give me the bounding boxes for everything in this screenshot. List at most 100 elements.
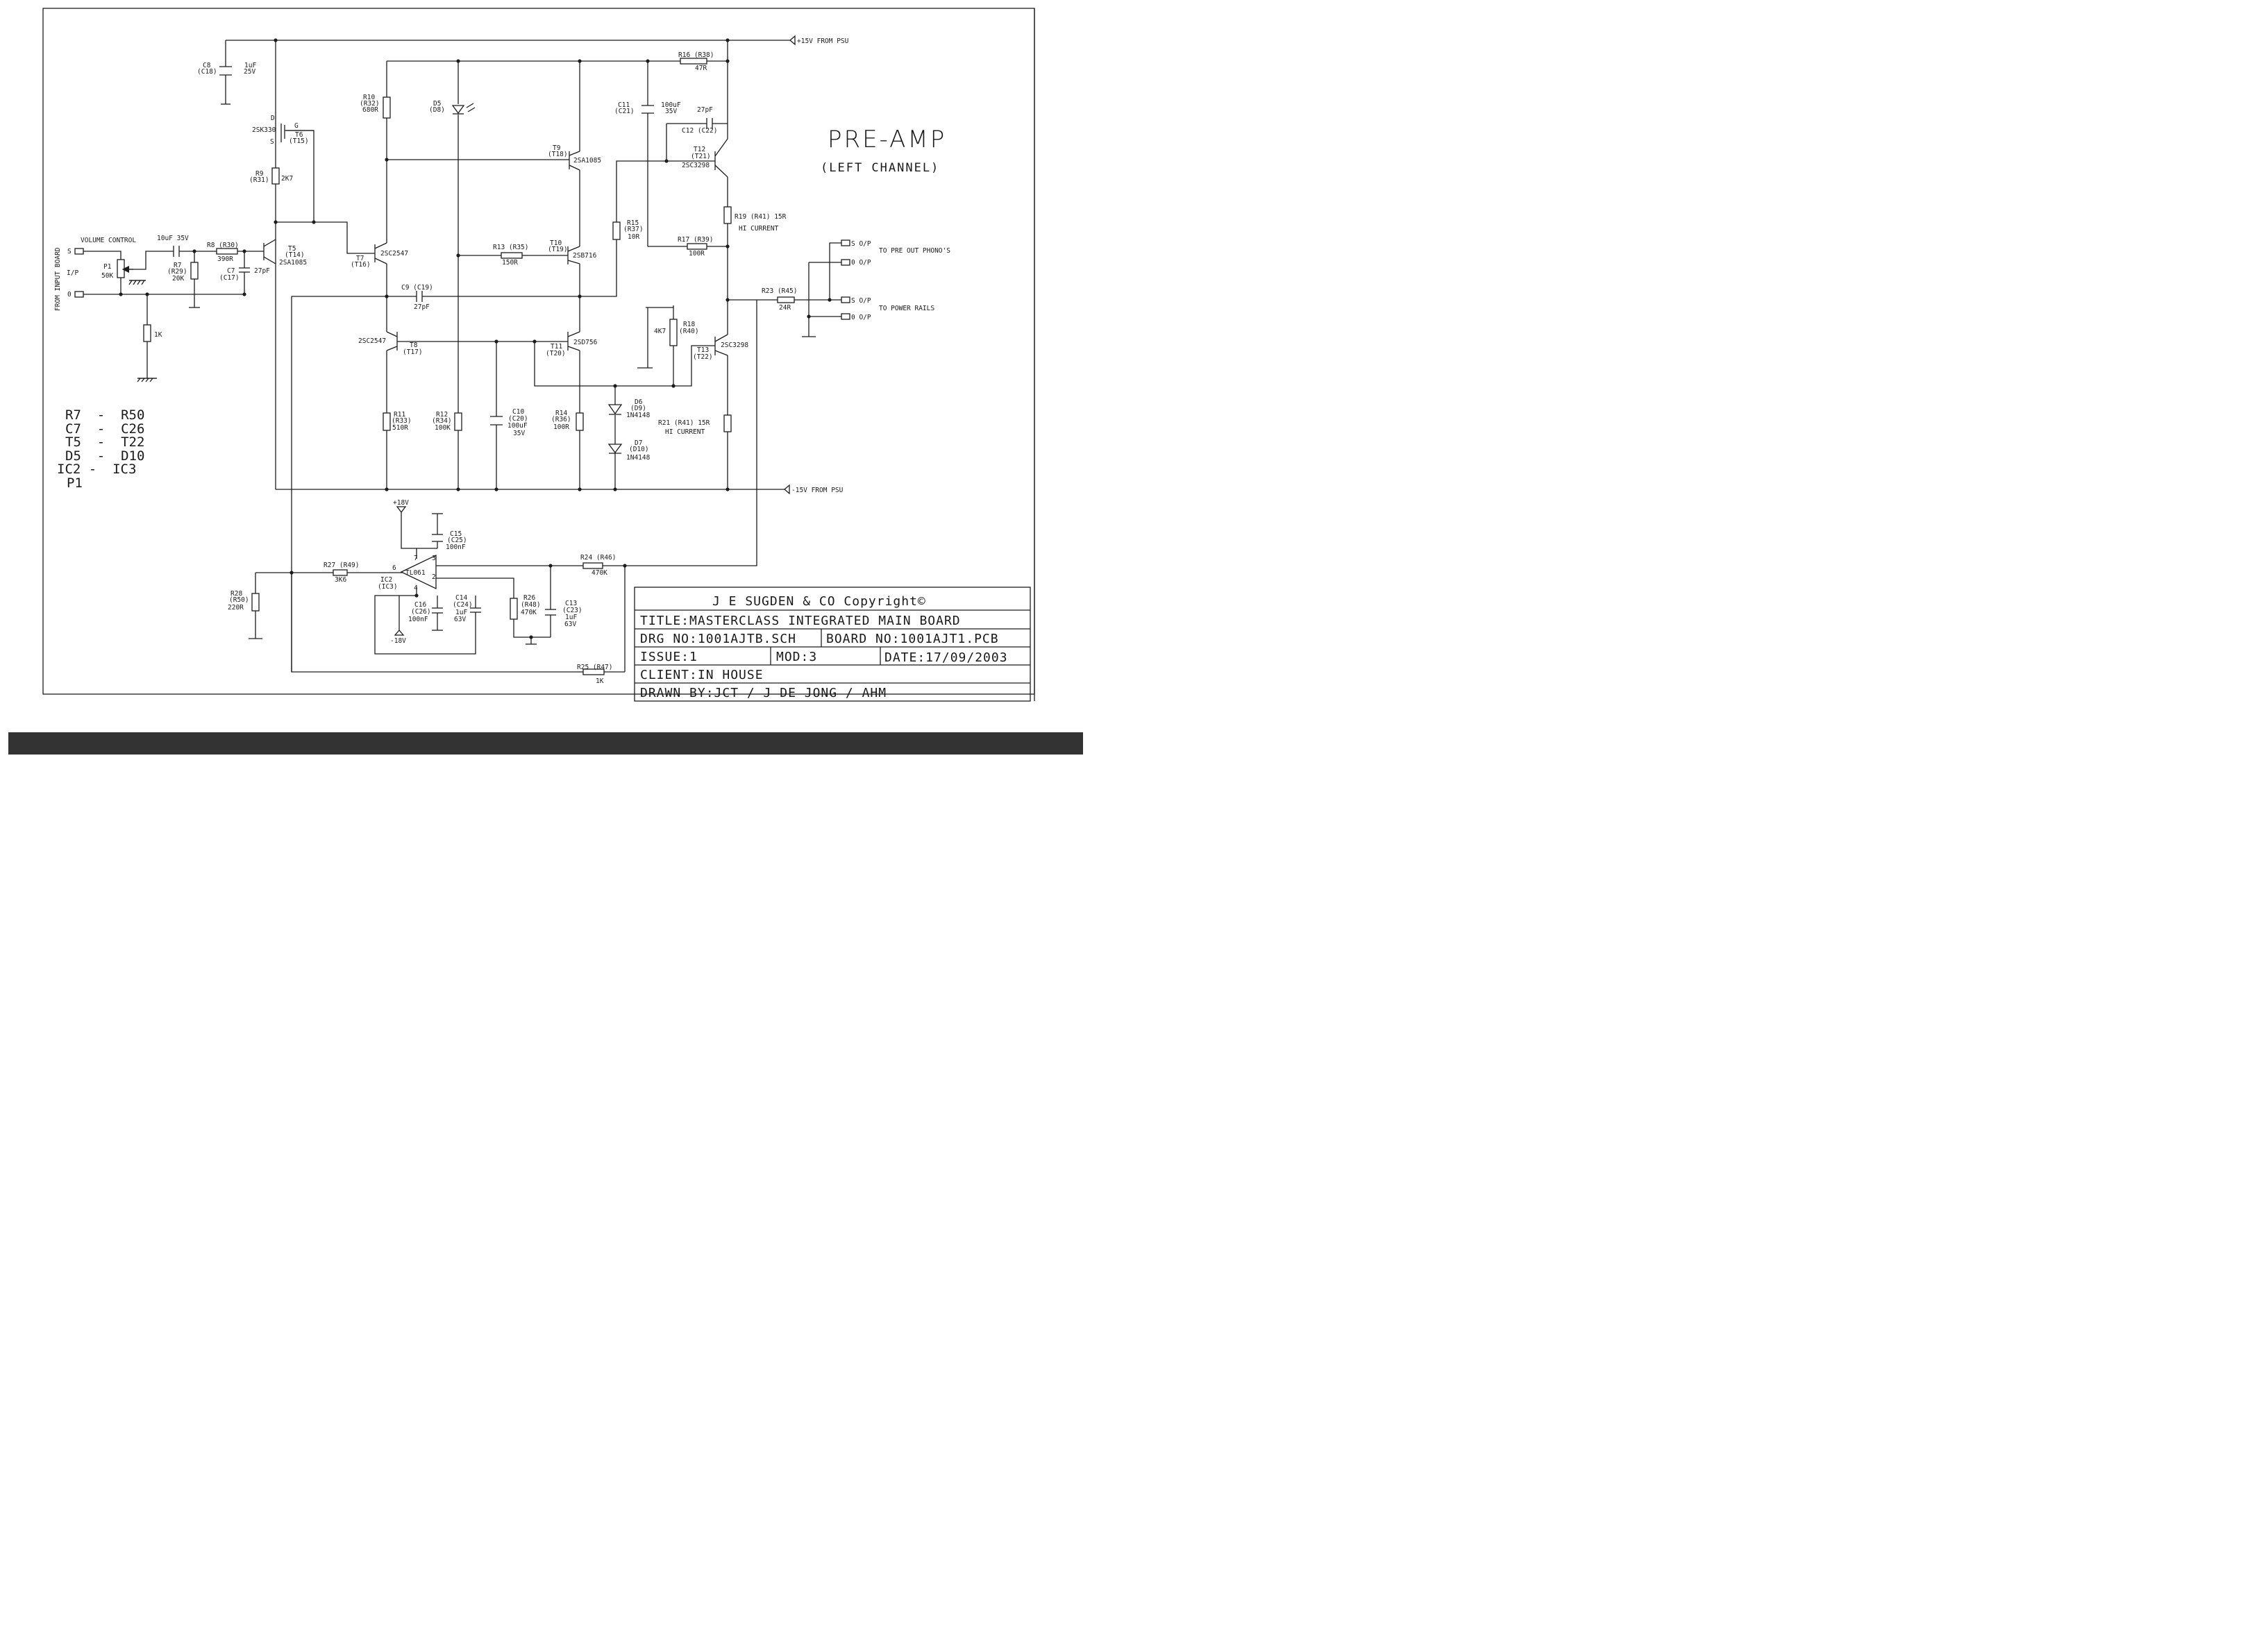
d7-type: 1N4148 <box>626 454 651 462</box>
out-phono-note: TO PRE OUT PHONO'S <box>879 247 950 255</box>
rail-neg-label: -15V FROM PSU <box>791 487 844 494</box>
r11-alt: (R33) <box>392 417 412 425</box>
wires <box>83 40 841 673</box>
c16-alt: (C26) <box>411 608 431 616</box>
resistor-r23 <box>777 296 795 303</box>
d5-alt: (D8) <box>429 106 445 114</box>
c12-val: 27pF <box>697 106 713 114</box>
c10-val: 100uF <box>508 422 528 430</box>
c14-volt: 63V <box>454 616 466 623</box>
c7-alt: (C17) <box>219 274 240 282</box>
led-d5 <box>451 103 476 115</box>
r24-val: 470K <box>592 569 607 577</box>
c9-ref: C9 (C19) <box>401 284 433 292</box>
opamp-ic2 <box>400 554 437 590</box>
t5-ref: T5 <box>288 245 296 253</box>
c13-ref: C13 <box>565 600 577 607</box>
opamp-pos-label: +18V <box>393 499 409 507</box>
r8-ref: R8 (R30) <box>207 242 239 249</box>
r17-ref: R17 (R39) <box>678 236 713 244</box>
scanner-bar <box>8 732 1083 755</box>
tb-drawn: DRAWN BY:JCT / J DE JONG / AHM <box>640 686 887 700</box>
r24-ref: R24 (R46) <box>580 554 616 562</box>
range-ic: IC2 - IC3 <box>57 462 136 477</box>
out-rails-note: TO POWER RAILS <box>879 305 934 312</box>
resistor-r15 <box>612 221 621 240</box>
r27-val: 3K6 <box>335 576 346 584</box>
t11-alt: (T20) <box>546 350 566 357</box>
r12-alt: (R34) <box>432 417 452 425</box>
t6-s: S <box>270 138 274 146</box>
tb-title: TITLE:MASTERCLASS INTEGRATED MAIN BOARD <box>640 614 961 628</box>
p1-val: 50K <box>101 272 113 280</box>
c10-ref: C10 <box>512 408 524 416</box>
rail-pos-label: +15V FROM PSU <box>797 37 849 45</box>
c10-volt: 35V <box>513 430 525 437</box>
r26-val: 470K <box>521 609 537 616</box>
t8-ref: T8 <box>410 342 418 349</box>
c9-val: 27pF <box>414 303 430 311</box>
t13-type: 2SC3298 <box>721 342 748 349</box>
r9-val: 2K7 <box>281 175 293 183</box>
tb-date: DATE:17/09/2003 <box>884 650 1008 665</box>
c12-ref: C12 (C22) <box>682 127 717 135</box>
capacitor-c10 <box>490 416 503 425</box>
r7-ref: R7 <box>174 262 181 269</box>
resistor-r12 <box>454 412 462 431</box>
diagram-subtitle: (LEFT CHANNEL) <box>821 161 939 175</box>
resistor-1k <box>143 324 151 342</box>
ic2-pin6: 6 <box>392 564 396 572</box>
r23-val: 24R <box>779 304 791 312</box>
r28-ref: R28 <box>230 590 242 598</box>
r21-ref: R21 (R41) 15R <box>658 419 710 427</box>
c10-alt: (C20) <box>508 415 528 423</box>
ground-symbols <box>128 280 157 382</box>
c8-volt: 25V <box>244 68 255 76</box>
resistor-r19 <box>723 206 732 224</box>
t12-alt: (T21) <box>691 153 711 160</box>
resistor-r21 <box>723 414 732 432</box>
tb-board: BOARD NO:1001AJT1.PCB <box>826 632 999 646</box>
schematic-sheet: PRE-AMP (LEFT CHANNEL) <box>8 8 1083 755</box>
t7-ref: T7 <box>356 255 364 262</box>
c11-alt: (C21) <box>614 108 635 115</box>
capacitor-c14 <box>470 607 481 613</box>
t10-alt: (T19) <box>548 246 568 253</box>
designator-ranges: R7 - R50 C7 - C26 T5 - T22 D5 - D10 IC2 … <box>57 407 144 491</box>
capacitor-c8 <box>219 66 232 76</box>
resistor-r24 <box>582 562 603 569</box>
r9-alt: (R31) <box>249 176 269 184</box>
ic2-type: TL061 <box>405 569 426 577</box>
r18-alt: (R40) <box>679 328 699 335</box>
resistor-r10 <box>383 96 391 119</box>
resistor-r9 <box>271 167 280 185</box>
junction-dots <box>119 38 832 639</box>
t5-type: 2SA1085 <box>279 259 307 267</box>
t9-type: 2SA1085 <box>573 157 601 165</box>
volume-label: VOLUME CONTROL <box>81 237 136 244</box>
out-rails-s: S O/P <box>851 297 871 305</box>
resistor-r28 <box>251 593 260 612</box>
t7-type: 2SC2547 <box>380 250 408 258</box>
c11-val: 100uF <box>661 101 681 109</box>
t12-type: 2SC3298 <box>682 162 710 169</box>
opamp-pos-arrow <box>396 506 407 514</box>
capacitor-c13 <box>545 609 556 616</box>
out-rails-0: 0 O/P <box>851 314 871 321</box>
t9-ref: T9 <box>553 144 561 152</box>
input-io-label: I/P <box>67 269 78 277</box>
r18-ref: R18 <box>683 321 695 328</box>
r8-val: 390R <box>217 255 233 263</box>
d7-alt: (D10) <box>629 446 649 453</box>
r27-ref: R27 (R49) <box>324 562 359 569</box>
ic2-pin4: 4 <box>414 584 418 592</box>
r7-val: 20K <box>172 275 184 283</box>
c15-ref: C15 <box>450 530 462 538</box>
tb-issue: ISSUE:1 <box>640 650 698 664</box>
c13-alt: (C23) <box>562 607 582 614</box>
t10-type: 2SB716 <box>573 252 597 260</box>
t6-g: G <box>294 122 299 130</box>
capacitor-c16 <box>432 607 443 614</box>
input-ground-label: 0 <box>67 291 72 298</box>
r14-ref: R14 <box>555 410 567 417</box>
